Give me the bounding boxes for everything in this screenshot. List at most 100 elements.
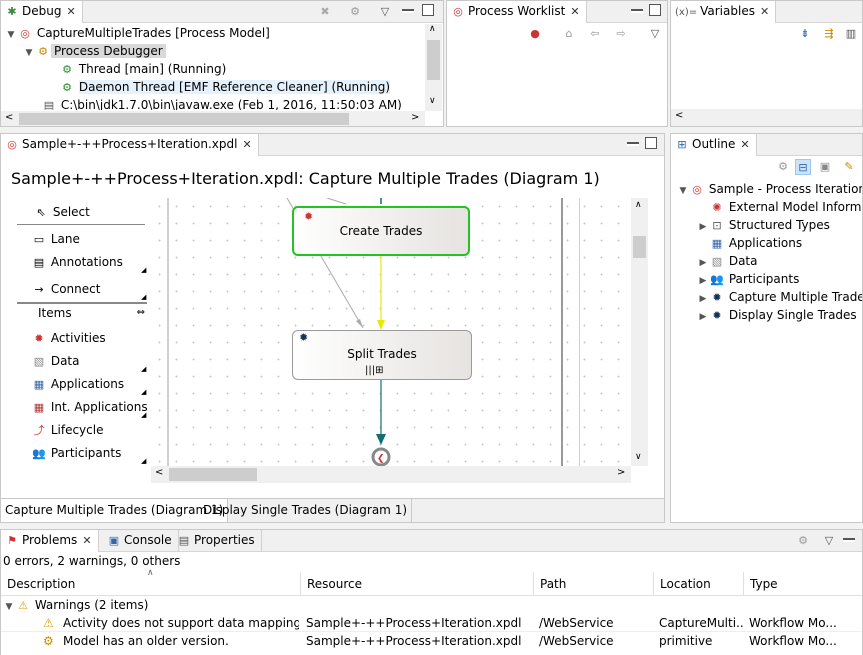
tab-process-worklist[interactable]: ◎Process Worklist✕ xyxy=(447,1,587,23)
activity-split-trades[interactable]: ✹ Split Trades |||⊞ xyxy=(292,330,472,380)
outline-item[interactable]: ▶✹ Capture Multiple Trades xyxy=(697,288,862,306)
collapsed-arrow-icon[interactable]: ▶ xyxy=(699,258,707,268)
pencil-icon[interactable]: ✎ xyxy=(844,160,854,173)
collapsed-arrow-icon[interactable]: ▶ xyxy=(699,222,707,232)
maximize-button[interactable] xyxy=(645,137,657,149)
scroll-thumb[interactable] xyxy=(633,236,646,258)
tab-display-single-trades[interactable]: Display Single Trades (Diagram 1) xyxy=(199,499,413,522)
diagram-canvas[interactable]: ❮ ✹ Create Trades ✹ Split Trades |||⊞ xyxy=(151,198,631,466)
scroll-up-icon[interactable]: ∧ xyxy=(635,200,642,210)
tab-xpdl-editor[interactable]: ◎Sample+-++Process+Iteration.xpdl✕ xyxy=(1,134,259,156)
scroll-down-icon[interactable]: ∨ xyxy=(429,96,436,106)
debug-horizontal-scrollbar[interactable]: < > xyxy=(1,111,425,126)
maximize-button[interactable] xyxy=(649,4,661,16)
outline-item[interactable]: ▶👥 Participants xyxy=(697,270,800,288)
close-icon[interactable]: ✕ xyxy=(242,138,252,151)
expanded-arrow-icon[interactable]: ▼ xyxy=(25,48,33,58)
tab-problems[interactable]: ⚑Problems✕ xyxy=(1,530,99,552)
activity-create-trades[interactable]: ✹ Create Trades xyxy=(292,206,470,256)
home-icon[interactable]: ⌂ xyxy=(565,27,573,40)
scroll-left-icon[interactable]: < xyxy=(675,110,684,121)
warnings-group-row[interactable]: ▼⚠ Warnings (2 items) xyxy=(3,596,149,614)
palette-item-lifecycle[interactable]: ⤴ Lifecycle xyxy=(31,420,104,440)
forward-arrow-icon[interactable]: ⇨ xyxy=(616,27,626,40)
view-menu-icon[interactable]: ▽ xyxy=(650,27,660,40)
close-icon[interactable]: ✕ xyxy=(570,5,580,18)
scroll-left-icon[interactable]: < xyxy=(155,467,164,478)
collapsed-arrow-icon[interactable]: ▶ xyxy=(699,276,707,286)
expanded-arrow-icon[interactable]: ▼ xyxy=(679,186,687,196)
tab-console[interactable]: ▣Console xyxy=(101,530,179,552)
column-path[interactable]: Path xyxy=(534,572,654,596)
close-icon[interactable]: ✕ xyxy=(66,5,76,18)
close-icon[interactable]: ✕ xyxy=(740,138,750,151)
column-resource[interactable]: Resource xyxy=(301,572,534,596)
layout-icon[interactable]: ▥ xyxy=(845,27,857,40)
gear-icon[interactable]: ⚙ xyxy=(778,160,788,173)
column-type[interactable]: Type xyxy=(750,577,778,591)
minimize-button[interactable] xyxy=(631,9,643,13)
palette-item-applications[interactable]: ▦ Applications xyxy=(31,374,124,394)
palette-lane-tool[interactable]: ▭ Lane xyxy=(31,229,80,249)
debug-tree-item[interactable]: ⚙ Thread [main] (Running) xyxy=(59,60,226,78)
tab-properties[interactable]: ▤Properties xyxy=(171,530,262,552)
column-location[interactable]: Location xyxy=(654,572,744,596)
scroll-right-icon[interactable]: > xyxy=(617,467,626,478)
variables-horizontal-scrollbar[interactable]: < xyxy=(671,109,862,126)
debug-tree-item[interactable]: ⚙ Daemon Thread [EMF Reference Cleaner] … xyxy=(59,78,391,96)
table-row[interactable]: ⚠ Activity does not support data mapping… xyxy=(1,614,862,632)
debug-vertical-scrollbar[interactable]: ∧ ∨ xyxy=(425,24,442,111)
palette-items-header[interactable]: Items ⇔ xyxy=(17,302,147,322)
tab-outline[interactable]: ⊞Outline✕ xyxy=(671,134,757,156)
outline-item[interactable]: ▶⊡ Structured Types xyxy=(697,216,830,234)
palette-item-participants[interactable]: 👥 Participants xyxy=(31,443,121,463)
debug-tree-item[interactable]: ▤ C:\bin\jdk1.7.0\bin\javaw.exe (Feb 1, … xyxy=(41,96,402,110)
palette-annotations-tool[interactable]: ▤ Annotations xyxy=(31,252,123,272)
scroll-left-icon[interactable]: < xyxy=(5,112,14,123)
palette-item-activities[interactable]: ✹ Activities xyxy=(31,328,105,348)
canvas-vertical-scrollbar[interactable]: ∧ ∨ xyxy=(631,198,648,466)
expanded-arrow-icon[interactable]: ▼ xyxy=(5,602,13,612)
filter-icon[interactable]: ▣ xyxy=(819,160,831,173)
maximize-button[interactable] xyxy=(422,4,434,16)
canvas-horizontal-scrollbar[interactable]: < > xyxy=(151,466,631,483)
back-arrow-icon[interactable]: ⇦ xyxy=(590,27,600,40)
minimize-button[interactable] xyxy=(402,9,414,13)
collapsed-arrow-icon[interactable]: ▶ xyxy=(699,294,707,304)
palette-select-tool[interactable]: ⇖ Select xyxy=(33,202,89,222)
tab-debug[interactable]: ✱Debug✕ xyxy=(1,1,83,23)
minimize-button[interactable] xyxy=(627,142,639,146)
debug-tree-item[interactable]: ▼⚙Process Debugger xyxy=(23,42,166,60)
debug-tree-item[interactable]: ▼◎ CaptureMultipleTrades [Process Model] xyxy=(5,24,270,42)
close-icon[interactable]: ✕ xyxy=(759,5,770,18)
gear-icon[interactable]: ⚙ xyxy=(798,534,808,547)
scroll-up-icon[interactable]: ∧ xyxy=(429,24,436,34)
view-menu-icon[interactable]: ▽ xyxy=(380,5,390,18)
palette-connect-tool[interactable]: → Connect xyxy=(31,279,100,299)
scroll-thumb[interactable] xyxy=(19,113,349,125)
column-description[interactable]: Description xyxy=(1,572,301,596)
scroll-right-icon[interactable]: > xyxy=(411,112,420,123)
outline-item[interactable]: ▶▧ Data xyxy=(697,252,758,270)
show-type-names-icon[interactable]: ⇟ xyxy=(800,27,810,40)
outline-root[interactable]: ▼◎ Sample - Process Iteration xyxy=(677,180,862,198)
view-menu-icon[interactable]: ▽ xyxy=(824,534,834,547)
minimize-button[interactable] xyxy=(843,538,855,542)
close-icon[interactable]: ✕ xyxy=(82,534,92,547)
outline-item[interactable]: ▦ Applications xyxy=(697,234,802,252)
collapse-all-icon[interactable]: ⇶ xyxy=(824,27,834,40)
expanded-arrow-icon[interactable]: ▼ xyxy=(7,30,15,40)
palette-item-int-applications[interactable]: ▦ Int. Applications xyxy=(31,397,148,417)
tree-view-icon[interactable]: ⊟ xyxy=(795,159,811,175)
pin-drawer-icon[interactable]: ⇔ xyxy=(136,307,145,318)
palette-item-data[interactable]: ▧ Data xyxy=(31,351,80,371)
tab-capture-multiple-trades[interactable]: Capture Multiple Trades (Diagram 1) xyxy=(1,499,229,522)
collapsed-arrow-icon[interactable]: ▶ xyxy=(699,312,707,322)
scroll-thumb[interactable] xyxy=(427,40,440,80)
gear-icon[interactable]: ⚙ xyxy=(350,5,360,18)
scroll-thumb[interactable] xyxy=(169,468,257,481)
outline-item[interactable]: ✺ External Model Informati xyxy=(697,198,862,216)
remove-terminated-icon[interactable]: ✖ xyxy=(320,5,330,18)
scroll-down-icon[interactable]: ∨ xyxy=(635,452,642,462)
tab-variables[interactable]: (x)=Variables✕ xyxy=(671,1,777,23)
